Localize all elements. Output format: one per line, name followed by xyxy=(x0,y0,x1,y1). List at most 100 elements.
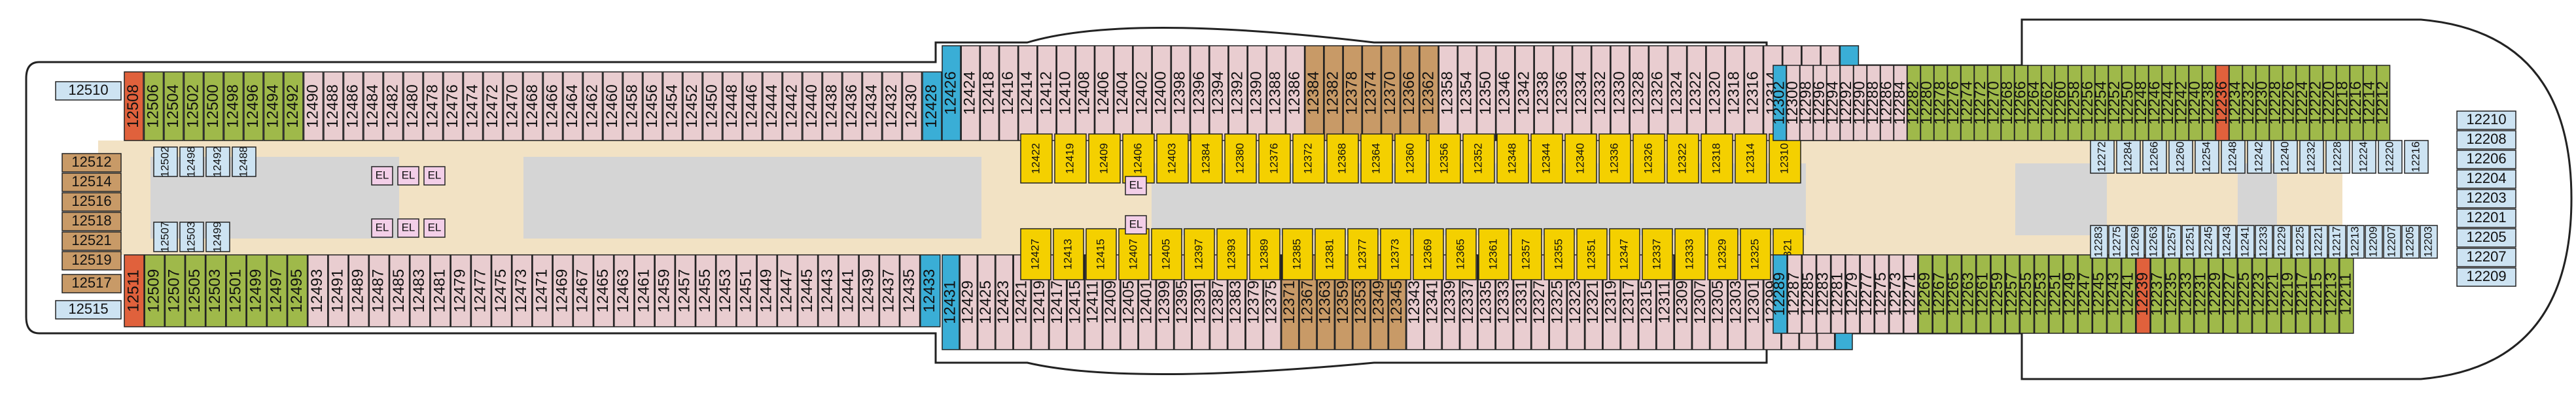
cabin-12251[interactable]: 12251 xyxy=(2047,254,2064,334)
cabin-12347[interactable]: 12347 xyxy=(1609,228,1640,280)
cabin-12259[interactable]: 12259 xyxy=(1988,254,2006,334)
cabin-12471[interactable]: 12471 xyxy=(532,254,553,327)
cabin-12254[interactable]: 12254 xyxy=(2092,65,2109,141)
cabin-12485[interactable]: 12485 xyxy=(389,254,410,327)
cabin-12263[interactable]: 12263 xyxy=(2145,225,2163,259)
cabin-12286[interactable]: 12286 xyxy=(1877,65,1895,141)
cabin-12502[interactable]: 12502 xyxy=(183,71,204,141)
cabin-12330[interactable]: 12330 xyxy=(1610,45,1630,141)
cabin-12448[interactable]: 12448 xyxy=(722,71,743,141)
cabin-12294[interactable]: 12294 xyxy=(1824,65,1841,141)
cabin-12492[interactable]: 12492 xyxy=(205,146,230,177)
cabin-12214[interactable]: 12214 xyxy=(2360,65,2378,141)
cabin-12518[interactable]: 12518 xyxy=(62,212,122,231)
cabin-12507[interactable]: 12507 xyxy=(153,222,178,252)
cabin-12302[interactable]: 12302 xyxy=(1770,65,1788,141)
cabin-12333[interactable]: 12333 xyxy=(1495,254,1514,350)
cabin-12250[interactable]: 12250 xyxy=(2119,65,2136,141)
cabin-12442[interactable]: 12442 xyxy=(782,71,803,141)
cabin-12232[interactable]: 12232 xyxy=(2299,140,2324,174)
cabin-12501[interactable]: 12501 xyxy=(226,254,247,327)
cabin-12218[interactable]: 12218 xyxy=(2333,65,2351,141)
cabin-12515[interactable]: 12515 xyxy=(55,300,122,320)
cabin-12225[interactable]: 12225 xyxy=(2291,225,2310,259)
cabin-12369[interactable]: 12369 xyxy=(1413,228,1444,280)
cabin-12497[interactable]: 12497 xyxy=(266,254,288,327)
cabin-12439[interactable]: 12439 xyxy=(858,254,879,327)
cabin-12241[interactable]: 12241 xyxy=(2236,225,2255,259)
cabin-12336[interactable]: 12336 xyxy=(1598,133,1631,184)
cabin-12257[interactable]: 12257 xyxy=(2003,254,2020,334)
cabin-12508[interactable]: 12508 xyxy=(124,71,144,141)
cabin-12502[interactable]: 12502 xyxy=(153,146,178,177)
cabin-12489[interactable]: 12489 xyxy=(348,254,369,327)
cabin-12445[interactable]: 12445 xyxy=(797,254,819,327)
cabin-12454[interactable]: 12454 xyxy=(662,71,683,141)
cabin-12449[interactable]: 12449 xyxy=(756,254,777,327)
cabin-12396[interactable]: 12396 xyxy=(1190,45,1210,141)
cabin-12283[interactable]: 12283 xyxy=(2090,225,2108,259)
cabin-12413[interactable]: 12413 xyxy=(1053,228,1084,280)
cabin-12255[interactable]: 12255 xyxy=(2017,254,2035,334)
cabin-12281[interactable]: 12281 xyxy=(1829,254,1846,334)
cabin-12277[interactable]: 12277 xyxy=(1858,254,1875,334)
cabin-12462[interactable]: 12462 xyxy=(582,71,603,141)
cabin-12403[interactable]: 12403 xyxy=(1156,133,1189,184)
cabin-12410[interactable]: 12410 xyxy=(1056,45,1076,141)
cabin-12340[interactable]: 12340 xyxy=(1564,133,1597,184)
cabin-12253[interactable]: 12253 xyxy=(2032,254,2049,334)
cabin-12390[interactable]: 12390 xyxy=(1247,45,1267,141)
cabin-12394[interactable]: 12394 xyxy=(1209,45,1229,141)
cabin-12492[interactable]: 12492 xyxy=(283,71,304,141)
cabin-12427[interactable]: 12427 xyxy=(1020,228,1051,280)
cabin-12229[interactable]: 12229 xyxy=(2273,225,2291,259)
cabin-12267[interactable]: 12267 xyxy=(1930,254,1948,334)
cabin-12510[interactable]: 12510 xyxy=(55,81,122,101)
cabin-12372[interactable]: 12372 xyxy=(1292,133,1325,184)
cabin-12357[interactable]: 12357 xyxy=(1511,228,1542,280)
cabin-12209[interactable]: 12209 xyxy=(2365,225,2383,259)
cabin-12338[interactable]: 12338 xyxy=(1534,45,1553,141)
cabin-12467[interactable]: 12467 xyxy=(573,254,594,327)
cabin-12414[interactable]: 12414 xyxy=(1018,45,1038,141)
cabin-12323[interactable]: 12323 xyxy=(1566,254,1585,350)
cabin-12265[interactable]: 12265 xyxy=(1945,254,1962,334)
cabin-12203[interactable]: 12203 xyxy=(2456,189,2516,208)
cabin-12473[interactable]: 12473 xyxy=(512,254,533,327)
cabin-12412[interactable]: 12412 xyxy=(1037,45,1057,141)
cabin-12455[interactable]: 12455 xyxy=(695,254,716,327)
cabin-12516[interactable]: 12516 xyxy=(62,192,122,212)
cabin-12488[interactable]: 12488 xyxy=(323,71,344,141)
cabin-12326[interactable]: 12326 xyxy=(1648,45,1668,141)
cabin-12211[interactable]: 12211 xyxy=(2337,254,2355,334)
cabin-12257[interactable]: 12257 xyxy=(2163,225,2181,259)
cabin-EL[interactable]: EL xyxy=(371,166,393,186)
cabin-12233[interactable]: 12233 xyxy=(2255,225,2273,259)
cabin-12503[interactable]: 12503 xyxy=(205,254,226,327)
cabin-12245[interactable]: 12245 xyxy=(2090,254,2108,334)
cabin-12314[interactable]: 12314 xyxy=(1735,133,1767,184)
cabin-12240[interactable]: 12240 xyxy=(2273,140,2298,174)
cabin-12381[interactable]: 12381 xyxy=(1314,228,1346,280)
cabin-12472[interactable]: 12472 xyxy=(483,71,503,141)
cabin-12271[interactable]: 12271 xyxy=(1901,254,1919,334)
cabin-12358[interactable]: 12358 xyxy=(1438,45,1458,141)
cabin-12504[interactable]: 12504 xyxy=(164,71,184,141)
cabin-12519[interactable]: 12519 xyxy=(62,251,122,271)
cabin-12244[interactable]: 12244 xyxy=(2159,65,2177,141)
cabin-12217[interactable]: 12217 xyxy=(2328,225,2346,259)
cabin-12507[interactable]: 12507 xyxy=(164,254,186,327)
cabin-12346[interactable]: 12346 xyxy=(1496,45,1515,141)
cabin-12248[interactable]: 12248 xyxy=(2221,140,2246,174)
cabin-12512[interactable]: 12512 xyxy=(62,153,122,173)
cabin-12402[interactable]: 12402 xyxy=(1133,45,1152,141)
cabin-12232[interactable]: 12232 xyxy=(2240,65,2257,141)
cabin-12207[interactable]: 12207 xyxy=(2383,225,2401,259)
cabin-12224[interactable]: 12224 xyxy=(2352,140,2376,174)
cabin-12452[interactable]: 12452 xyxy=(682,71,703,141)
cabin-12332[interactable]: 12332 xyxy=(1591,45,1611,141)
cabin-12422[interactable]: 12422 xyxy=(1020,133,1053,184)
cabin-12322[interactable]: 12322 xyxy=(1687,45,1706,141)
cabin-12384[interactable]: 12384 xyxy=(1305,45,1324,141)
cabin-12509[interactable]: 12509 xyxy=(144,254,165,327)
